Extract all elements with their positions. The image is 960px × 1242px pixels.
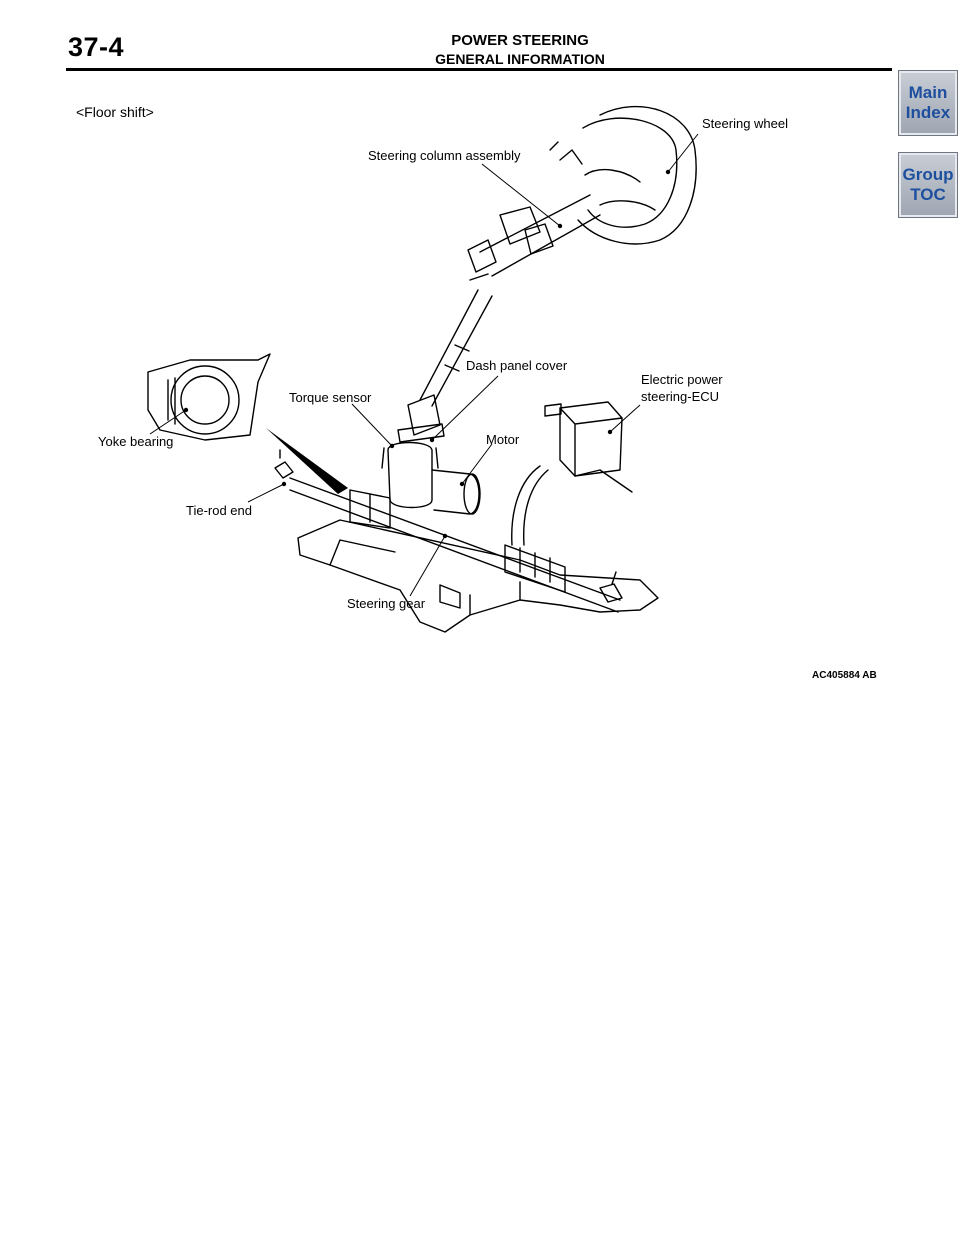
label-motor: Motor [486, 432, 520, 447]
leader-steering-gear [409, 535, 446, 597]
label-steering-gear: Steering gear [347, 596, 426, 611]
dot-torque-sensor [389, 443, 395, 449]
figure-id: AC405884 AB [812, 670, 877, 681]
detail-arrow [266, 428, 348, 494]
main-index-button[interactable]: Main Index [898, 70, 958, 136]
label-tie-rod-end: Tie-rod end [186, 503, 252, 518]
steering-gear-drawing [274, 449, 623, 613]
leader-motor [461, 443, 493, 485]
label-dash-panel-cover: Dash panel cover [466, 358, 568, 373]
main-index-label-line1: Main [908, 83, 948, 102]
group-toc-label-line1: Group [902, 165, 954, 184]
page-title: POWER STEERING [451, 32, 589, 49]
dot-steering-column [557, 223, 563, 229]
dot-steering-wheel [665, 169, 671, 175]
group-toc-label-line2: TOC [910, 185, 946, 204]
leader-yoke-bearing [149, 409, 187, 435]
label-ecu-line1: Electric power [641, 372, 723, 387]
main-index-label-line2: Index [905, 103, 951, 122]
leader-tie-rod-end [247, 483, 285, 503]
label-steering-column-assembly: Steering column assembly [368, 148, 521, 163]
steering-system-diagram: Steering wheel Steering column assembly … [98, 105, 788, 633]
page-number: 37-4 [68, 32, 125, 62]
dot-yoke-bearing [183, 407, 189, 413]
dot-steering-gear [442, 533, 448, 539]
label-torque-sensor: Torque sensor [289, 390, 372, 405]
leader-torque-sensor [351, 403, 393, 447]
leader-ecu [609, 404, 641, 433]
leader-dash-panel-cover [431, 375, 499, 441]
label-steering-wheel: Steering wheel [702, 116, 788, 131]
group-toc-button[interactable]: Group TOC [898, 152, 958, 218]
label-ecu-line2: steering-ECU [641, 389, 719, 404]
yoke-bearing-inset [147, 353, 271, 441]
ecu-drawing [511, 401, 633, 546]
dot-motor [459, 481, 465, 487]
leader-steering-column [481, 163, 561, 227]
dot-dash-panel-cover [429, 437, 435, 443]
steering-wheel-drawing [549, 105, 697, 245]
dot-ecu [607, 429, 613, 435]
subframe-drawing [297, 519, 659, 633]
motor-drawing [431, 469, 481, 515]
page-subtitle: GENERAL INFORMATION [435, 51, 605, 67]
leader-steering-wheel [667, 133, 699, 173]
label-yoke-bearing: Yoke bearing [98, 434, 173, 449]
steering-column-drawing [419, 194, 601, 407]
header-rule [66, 68, 892, 71]
figure-caption: <Floor shift> [76, 104, 154, 120]
torque-sensor-drawing [381, 394, 445, 509]
dot-tie-rod-end [281, 481, 287, 487]
